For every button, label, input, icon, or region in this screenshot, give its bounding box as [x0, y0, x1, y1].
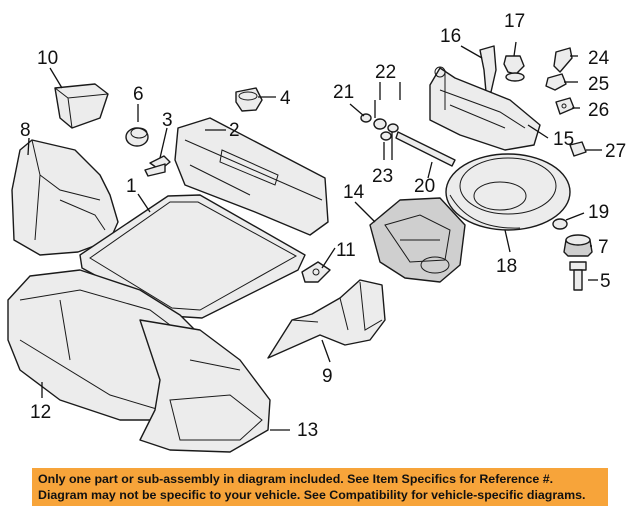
callout-19: 19	[588, 202, 609, 223]
part-8-side-trim	[11, 139, 119, 256]
callout-17: 17	[504, 11, 525, 32]
part-15-tool-tray	[429, 66, 541, 151]
part-25-retainer	[545, 73, 567, 91]
callout-26: 26	[588, 100, 609, 121]
callout-8: 8	[20, 120, 31, 141]
part-11-bracket	[301, 261, 331, 283]
part-9-side-cover	[267, 279, 386, 359]
callout-24: 24	[588, 48, 610, 69]
callout-13: 13	[297, 420, 318, 441]
part-2-rear-trim	[174, 117, 329, 236]
part-3-clip	[144, 155, 171, 177]
part-13-lower-trim	[139, 319, 271, 453]
callout-12: 12	[30, 402, 51, 423]
callout-15: 15	[553, 129, 574, 150]
callout-20: 20	[414, 176, 435, 197]
callout-5: 5	[600, 271, 611, 292]
part-14-jack-assembly	[369, 197, 466, 283]
part-19-plug	[552, 218, 568, 230]
disclaimer-banner: Only one part or sub-assembly in diagram…	[32, 468, 608, 506]
callout-1: 1	[126, 176, 137, 197]
callout-27: 27	[605, 141, 626, 162]
callout-7: 7	[598, 237, 609, 258]
leader-lines	[27, 41, 602, 431]
callout-2: 2	[229, 120, 240, 141]
callout-labels: 10 8 6 3 2 4 1 11 9 12 13 14 16 17 15 18…	[20, 11, 626, 441]
callout-22: 22	[375, 62, 396, 83]
part-10-storage-box	[54, 83, 109, 129]
part-20-rod	[395, 131, 456, 167]
part-26-fastener	[555, 97, 575, 115]
part-1-floor-mat	[79, 194, 306, 319]
part-23-washer	[380, 131, 392, 141]
part-17-nut	[503, 55, 525, 82]
disclaimer-line-1: Only one part or sub-assembly in diagram…	[38, 472, 554, 486]
callout-10: 10	[37, 48, 58, 69]
callout-4: 4	[280, 88, 291, 109]
callout-14: 14	[343, 182, 365, 203]
part-4-retainer	[235, 87, 263, 112]
part-6-cap	[125, 127, 149, 147]
callout-11: 11	[336, 240, 356, 261]
callout-25: 25	[588, 74, 609, 95]
parts-diagram: 10 8 6 3 2 4 1 11 9 12 13 14 16 17 15 18…	[7, 11, 626, 453]
callout-9: 9	[322, 366, 333, 387]
part-22-washers	[373, 118, 399, 133]
part-7-cap	[563, 234, 593, 257]
callout-6: 6	[133, 84, 144, 105]
callout-21: 21	[333, 82, 354, 103]
callout-16: 16	[440, 26, 461, 47]
callout-18: 18	[496, 256, 517, 277]
disclaimer-line-2: Diagram may not be specific to your vehi…	[38, 488, 586, 502]
callout-3: 3	[162, 110, 173, 131]
callout-23: 23	[372, 166, 393, 187]
part-24-clip	[553, 47, 573, 73]
part-18-spare-wheel-well	[445, 153, 571, 231]
part-16-bolt	[479, 45, 497, 93]
part-27-pad	[569, 141, 587, 157]
part-5-bolt	[569, 261, 587, 291]
